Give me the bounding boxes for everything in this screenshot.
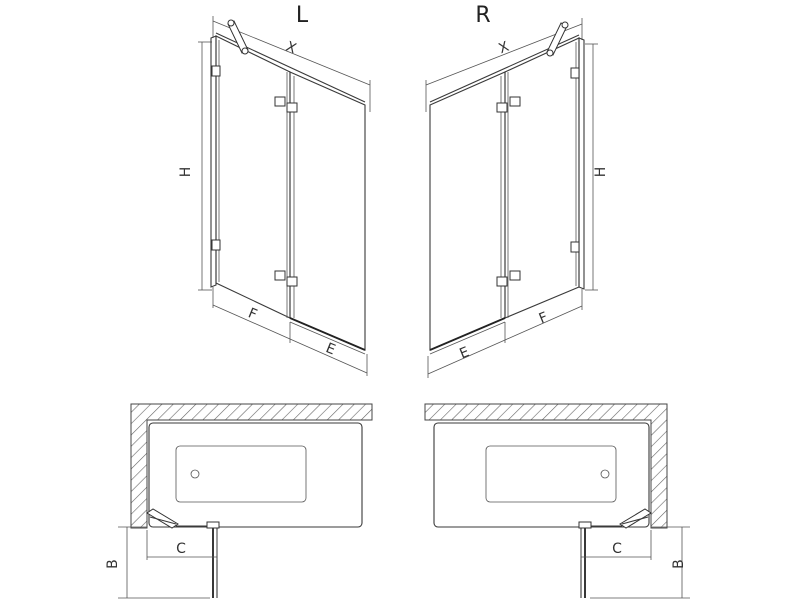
right-plan-wall <box>424 403 668 529</box>
left-plan-drain <box>190 469 200 479</box>
left-panel-hinge-bottom-a <box>274 270 286 281</box>
right-wall-hinge-top <box>570 67 580 79</box>
left-dim-x: X <box>284 39 299 58</box>
left-plan-bathtub <box>148 422 363 528</box>
right-dim-c: C <box>612 541 622 557</box>
left-bottom-seal <box>289 317 366 351</box>
left-dim-c: C <box>176 541 186 557</box>
right-dim-b: B <box>671 559 687 569</box>
left-isometric-view: L X H <box>178 3 371 376</box>
left-panel-hinge-bottom-b <box>286 276 298 287</box>
right-dim-h: H <box>593 167 609 178</box>
left-panel-hinge-top-a <box>274 96 286 107</box>
left-dim-f: F <box>246 305 259 323</box>
left-panel-hinge-top-b <box>286 102 298 113</box>
left-wall-hinge-bottom <box>211 239 221 251</box>
right-panel-hinge-top-a <box>509 96 521 107</box>
left-stabilizer-arm <box>227 19 249 55</box>
right-isometric-view: R X H <box>425 3 609 378</box>
left-view-label: L <box>296 3 309 28</box>
right-plan-bathtub <box>433 422 650 528</box>
right-panel-hinge-bottom-a <box>509 270 521 281</box>
left-dim-e: E <box>323 340 337 358</box>
right-wall-hinge-bottom <box>570 241 580 253</box>
left-plan-wall <box>130 403 373 529</box>
left-dim-b: B <box>105 559 121 569</box>
right-panel-hinge-bottom-b <box>496 276 508 287</box>
right-view-label: R <box>475 3 490 28</box>
left-plan-view: C B <box>105 403 373 599</box>
right-dim-x: X <box>497 39 512 58</box>
right-bottom-seal <box>429 317 506 351</box>
left-dim-h: H <box>178 167 194 178</box>
left-wall-hinge-top <box>211 65 221 77</box>
right-stabilizer-arm <box>546 21 569 57</box>
right-plan-drain <box>600 469 610 479</box>
right-plan-view: C B <box>424 403 690 599</box>
right-panel-hinge-top-b <box>496 102 508 113</box>
right-dim-f: F <box>537 309 550 327</box>
